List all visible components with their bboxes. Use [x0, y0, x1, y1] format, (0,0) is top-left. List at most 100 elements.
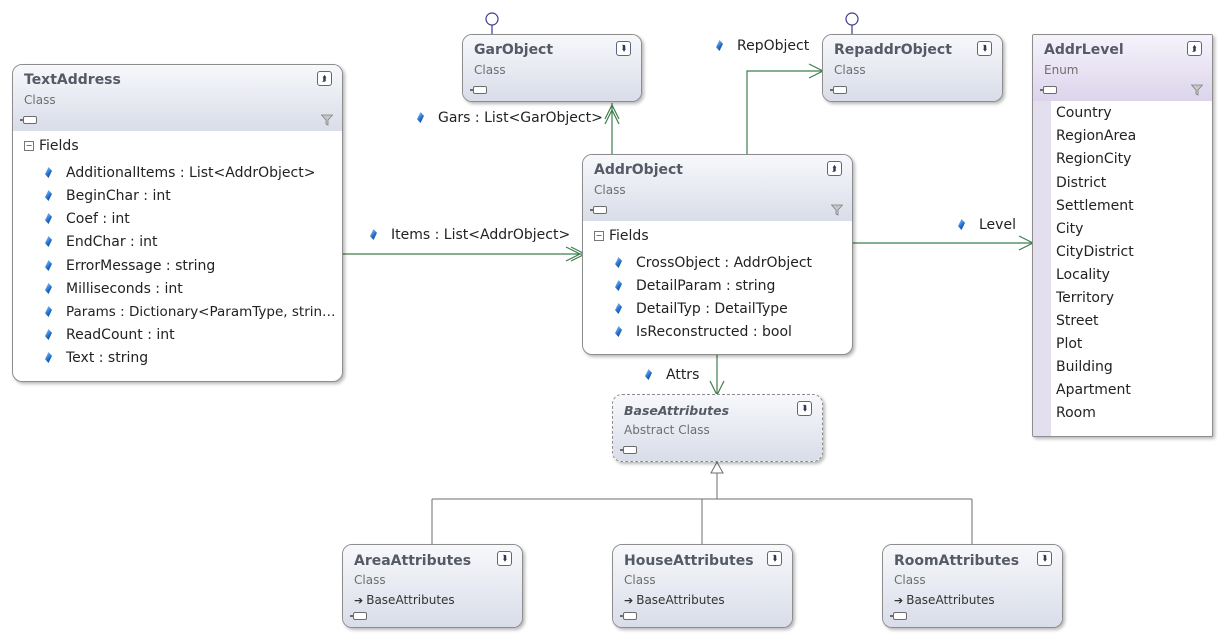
textaddress-name: TextAddress — [24, 72, 121, 88]
level-association-label: Level — [958, 217, 1016, 233]
areaattributes-kind: Class — [354, 573, 386, 587]
class-shape-icon — [890, 612, 907, 620]
enum-value[interactable]: Locality — [1056, 267, 1110, 283]
inherits-arrow-icon: ➔ — [354, 594, 364, 607]
areaattributes-base: ➔BaseAttributes — [354, 593, 455, 607]
textaddress-field[interactable]: EndChar : int — [45, 234, 157, 250]
enum-value[interactable]: Street — [1056, 313, 1099, 329]
textaddress-field[interactable]: Text : string — [45, 350, 148, 366]
roomattributes-base: ➔BaseAttributes — [894, 593, 995, 607]
textaddress-class-shape[interactable]: TextAddress Class ⮭ −Fields AdditionalIt… — [12, 64, 343, 382]
expand-icon[interactable]: ⮯ — [767, 551, 782, 566]
addrobject-field[interactable]: CrossObject : AddrObject — [615, 255, 812, 271]
field-icon — [615, 326, 622, 337]
attrs-association-label: Attrs — [645, 367, 699, 383]
textaddress-field[interactable]: Coef : int — [45, 211, 130, 227]
enum-value[interactable]: RegionCity — [1056, 151, 1132, 167]
collapse-icon[interactable]: ⮭ — [317, 71, 332, 86]
association-repobject — [746, 63, 825, 155]
expand-icon[interactable]: ⮯ — [497, 551, 512, 566]
textaddress-field[interactable]: Params : Dictionary<ParamType, strin… — [45, 304, 336, 320]
property-icon — [716, 40, 723, 51]
roomattributes-kind: Class — [894, 573, 926, 587]
enum-value[interactable]: Settlement — [1056, 198, 1134, 214]
section-collapse-icon[interactable]: − — [594, 231, 604, 241]
enum-value[interactable]: District — [1056, 175, 1107, 191]
association-attrs — [709, 355, 725, 397]
collapse-icon[interactable]: ⮭ — [1187, 41, 1202, 56]
repaddrobject-name: RepaddrObject — [834, 42, 952, 58]
field-icon — [615, 257, 622, 268]
areaattributes-class-shape[interactable]: AreaAttributes Class ➔BaseAttributes ⮯ — [342, 544, 523, 628]
areaattributes-header: AreaAttributes Class ➔BaseAttributes ⮯ — [343, 545, 522, 627]
class-shape-icon — [830, 86, 847, 94]
addrobject-fields-section[interactable]: −Fields — [594, 228, 649, 244]
addrobject-kind: Class — [594, 183, 626, 197]
repaddrobject-kind: Class — [834, 63, 866, 77]
addrlevel-header: AddrLevel Enum ⮭ — [1033, 35, 1212, 101]
class-shape-icon — [590, 206, 607, 214]
enum-value[interactable]: Plot — [1056, 336, 1083, 352]
garobject-class-shape[interactable]: GarObject Class ⮯ — [462, 34, 642, 102]
repobject-association-label: RepObject — [716, 38, 809, 54]
addrlevel-enum-shape[interactable]: AddrLevel Enum ⮭ Country RegionArea Regi… — [1032, 34, 1213, 437]
textaddress-field[interactable]: BeginChar : int — [45, 188, 171, 204]
field-icon — [45, 167, 52, 178]
baseattributes-header: BaseAttributes Abstract Class ⮯ — [613, 395, 822, 461]
section-collapse-icon[interactable]: − — [24, 141, 34, 151]
houseattributes-name: HouseAttributes — [624, 553, 754, 569]
textaddress-fields-section[interactable]: −Fields — [24, 138, 79, 154]
textaddress-field[interactable]: ErrorMessage : string — [45, 258, 215, 274]
expand-icon[interactable]: ⮯ — [797, 401, 812, 416]
enum-value[interactable]: Country — [1056, 105, 1112, 121]
items-association-label: Items : List<AddrObject> — [370, 227, 570, 243]
enum-value[interactable]: Room — [1056, 405, 1096, 421]
enum-value[interactable]: Territory — [1056, 290, 1115, 306]
expand-icon[interactable]: ⮯ — [977, 41, 992, 56]
baseattributes-kind: Abstract Class — [624, 423, 710, 437]
field-icon — [615, 280, 622, 291]
enum-value[interactable]: CityDistrict — [1056, 244, 1134, 260]
association-level — [853, 235, 1035, 251]
houseattributes-kind: Class — [624, 573, 656, 587]
roomattributes-header: RoomAttributes Class ➔BaseAttributes ⮯ — [883, 545, 1062, 627]
addrobject-field[interactable]: DetailParam : string — [615, 278, 775, 294]
addrobject-field[interactable]: IsReconstructed : bool — [615, 324, 792, 340]
field-icon — [45, 306, 52, 317]
baseattributes-class-shape[interactable]: BaseAttributes Abstract Class ⮯ — [612, 394, 823, 462]
roomattributes-class-shape[interactable]: RoomAttributes Class ➔BaseAttributes ⮯ — [882, 544, 1063, 628]
addrobject-header: AddrObject Class ⮭ — [583, 155, 852, 221]
property-icon — [958, 219, 965, 230]
filter-icon[interactable] — [831, 204, 843, 216]
enum-value[interactable]: RegionArea — [1056, 128, 1137, 144]
enum-stripe — [1033, 35, 1051, 436]
filter-icon[interactable] — [1191, 84, 1203, 96]
class-shape-icon — [620, 446, 637, 454]
enum-shape-icon — [1040, 86, 1057, 94]
houseattributes-class-shape[interactable]: HouseAttributes Class ➔BaseAttributes ⮯ — [612, 544, 793, 628]
field-icon — [45, 283, 52, 294]
field-icon — [45, 329, 52, 340]
property-icon — [645, 369, 652, 380]
enum-value[interactable]: Building — [1056, 359, 1113, 375]
textaddress-field[interactable]: Milliseconds : int — [45, 281, 183, 297]
textaddress-field[interactable]: AdditionalItems : List<AddrObject> — [45, 165, 315, 181]
addrobject-name: AddrObject — [594, 162, 683, 178]
inherits-arrow-icon: ➔ — [894, 594, 904, 607]
garobject-header: GarObject Class ⮯ — [463, 35, 641, 101]
repaddrobject-class-shape[interactable]: RepaddrObject Class ⮯ — [822, 34, 1003, 102]
garobject-kind: Class — [474, 63, 506, 77]
addrobject-field[interactable]: DetailTyp : DetailType — [615, 301, 788, 317]
expand-icon[interactable]: ⮯ — [616, 41, 631, 56]
textaddress-field[interactable]: ReadCount : int — [45, 327, 175, 343]
enum-value[interactable]: City — [1056, 221, 1084, 237]
addrobject-class-shape[interactable]: AddrObject Class ⮭ −Fields CrossObject :… — [582, 154, 853, 355]
filter-icon[interactable] — [321, 114, 333, 126]
collapse-icon[interactable]: ⮭ — [827, 161, 842, 176]
garobject-name: GarObject — [474, 42, 554, 58]
enum-value[interactable]: Apartment — [1056, 382, 1131, 398]
inheritance-tree — [431, 460, 973, 545]
textaddress-header: TextAddress Class ⮭ — [13, 65, 342, 131]
areaattributes-name: AreaAttributes — [354, 553, 472, 569]
expand-icon[interactable]: ⮯ — [1037, 551, 1052, 566]
